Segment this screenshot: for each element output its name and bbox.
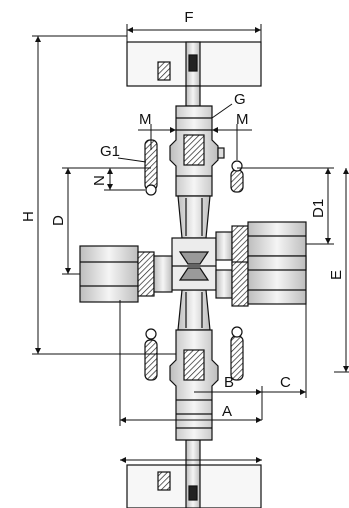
label-H: H <box>20 211 37 222</box>
label-A: A <box>222 403 232 420</box>
label-M-right: M <box>236 111 249 128</box>
label-F: F <box>184 9 193 26</box>
label-B: B <box>224 374 234 391</box>
label-D1: D1 <box>310 199 327 218</box>
right-lower-port <box>215 255 307 307</box>
dimension-arrows <box>35 27 349 463</box>
bottom-handle <box>126 464 262 508</box>
label-G: G <box>234 91 246 108</box>
label-M-left: M <box>139 111 152 128</box>
top-handle <box>126 41 262 87</box>
lower-bonnet <box>169 289 219 441</box>
label-N: N <box>91 175 108 186</box>
label-D: D <box>50 215 67 226</box>
center-body <box>171 237 217 291</box>
mounting-bolts <box>144 139 244 381</box>
label-E: E <box>328 270 345 280</box>
upper-bonnet <box>169 105 225 239</box>
label-G1: G1 <box>100 143 120 160</box>
left-outlet-port <box>79 245 173 303</box>
label-C: C <box>280 374 291 391</box>
dimension-lines <box>32 24 349 461</box>
spindle-stem <box>185 85 201 466</box>
